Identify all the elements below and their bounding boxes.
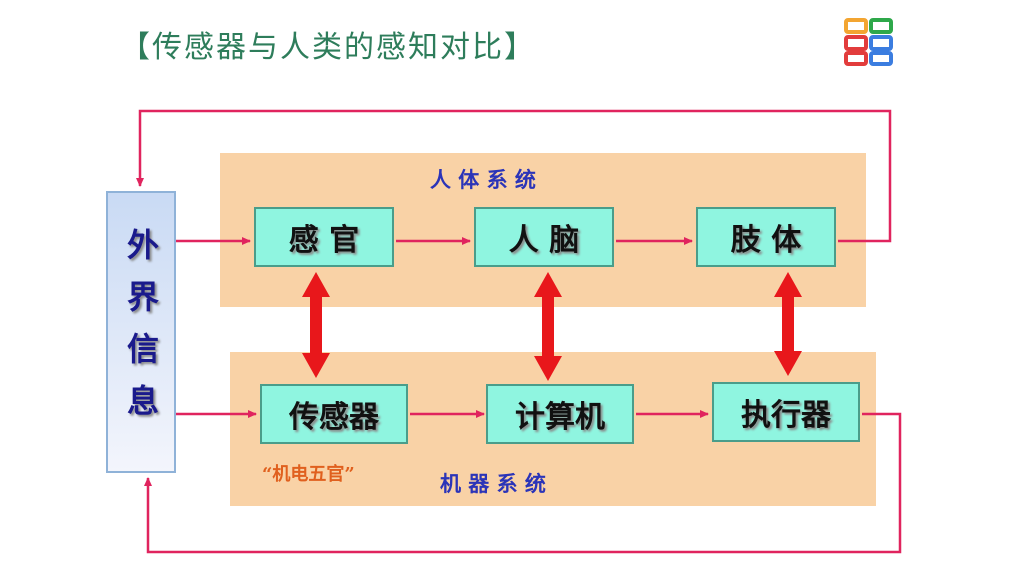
page-title: 【传感器与人类的感知对比】 — [120, 30, 536, 65]
bidirectional-arrow-senses-sensor — [302, 272, 330, 378]
external-info-box: 外界信息 — [106, 191, 176, 473]
mechatronic-senses-note: “机电五官” — [262, 464, 355, 485]
senses-node: 感 官 — [254, 207, 394, 267]
logo-grid-icon — [844, 18, 893, 66]
bidirectional-arrow-brain-computer — [534, 272, 562, 381]
machine-system-label: 机 器 系 统 — [440, 471, 546, 496]
computer-node: 计算机 — [486, 384, 634, 444]
feedback-loop-bottom — [144, 412, 902, 554]
actuator-node: 执行器 — [712, 382, 860, 442]
feedback-loop-top — [136, 109, 892, 243]
sensor-node: 传感器 — [260, 384, 408, 444]
external-info-label: 外界信息 — [122, 228, 160, 436]
bidirectional-arrow-limbs-actuator — [774, 272, 802, 376]
limbs-node: 肢 体 — [696, 207, 836, 267]
human-system-label: 人 体 系 统 — [430, 167, 536, 192]
brain-node: 人 脑 — [474, 207, 614, 267]
